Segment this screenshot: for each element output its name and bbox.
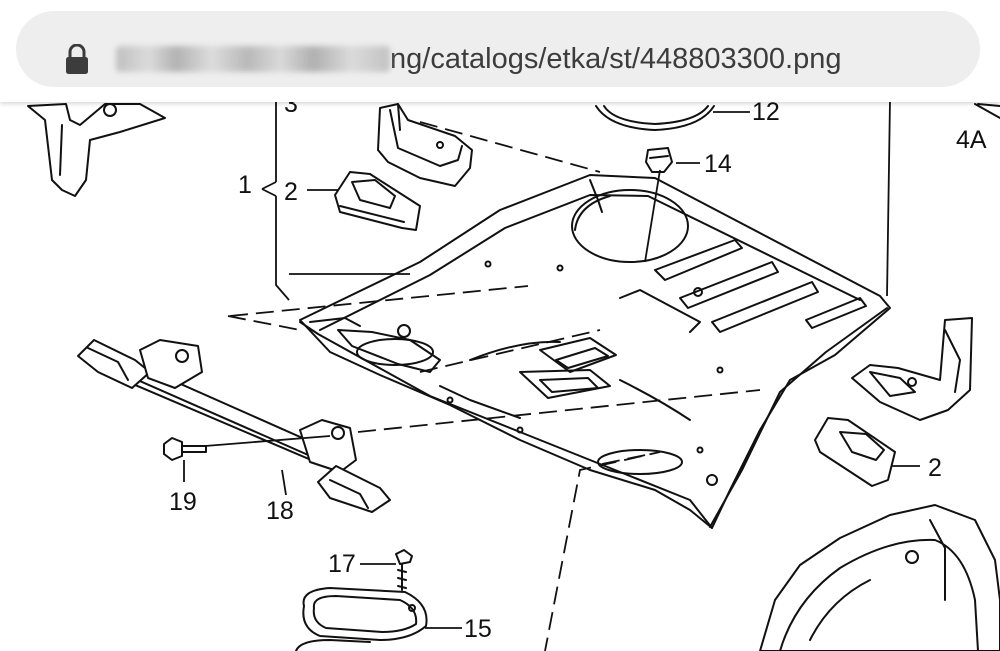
- cross-member-part-18: [77, 339, 391, 513]
- bolt-part-17: [395, 549, 413, 591]
- wheel-house-fragment: [759, 504, 1000, 651]
- bolt-part-19: [163, 437, 207, 461]
- address-bar[interactable]: ng/catalogs/etka/st/448803300.png: [16, 11, 980, 87]
- right-edge-fragment: [974, 103, 1000, 119]
- browser-top-bar: ng/catalogs/etka/st/448803300.png: [0, 0, 1000, 102]
- label-part-17: 17: [328, 550, 356, 578]
- clip-part-14: [645, 147, 673, 173]
- label-part-1: 1: [238, 171, 252, 199]
- label-part-4a: 4A: [956, 126, 987, 154]
- label-part-14: 14: [704, 150, 732, 178]
- bracket-part-2-upper: [334, 171, 421, 231]
- left-panel-fragment: [27, 103, 166, 197]
- url-redacted-segment: [116, 46, 390, 72]
- bracket-right-4a: [851, 317, 973, 421]
- seal-part-12: [595, 105, 715, 131]
- floor-pan: [299, 174, 891, 529]
- label-part-19: 19: [169, 488, 197, 516]
- label-part-12: 12: [752, 98, 780, 126]
- label-part-2-right: 2: [928, 454, 942, 482]
- url-text[interactable]: ng/catalogs/etka/st/448803300.png: [116, 39, 841, 79]
- part-labels: 1 2 3 12 14 4A 2 19 18 17 15: [169, 90, 987, 643]
- seal-part-15: [295, 587, 428, 651]
- label-part-18: 18: [266, 497, 294, 525]
- url-visible-path: ng/catalogs/etka/st/448803300.png: [390, 43, 842, 75]
- lock-icon: [66, 44, 88, 74]
- label-part-2-upper: 2: [284, 178, 298, 206]
- bracket-part-2-right: [814, 417, 896, 487]
- bracket-part-3: [377, 103, 473, 187]
- label-part-15: 15: [464, 615, 492, 643]
